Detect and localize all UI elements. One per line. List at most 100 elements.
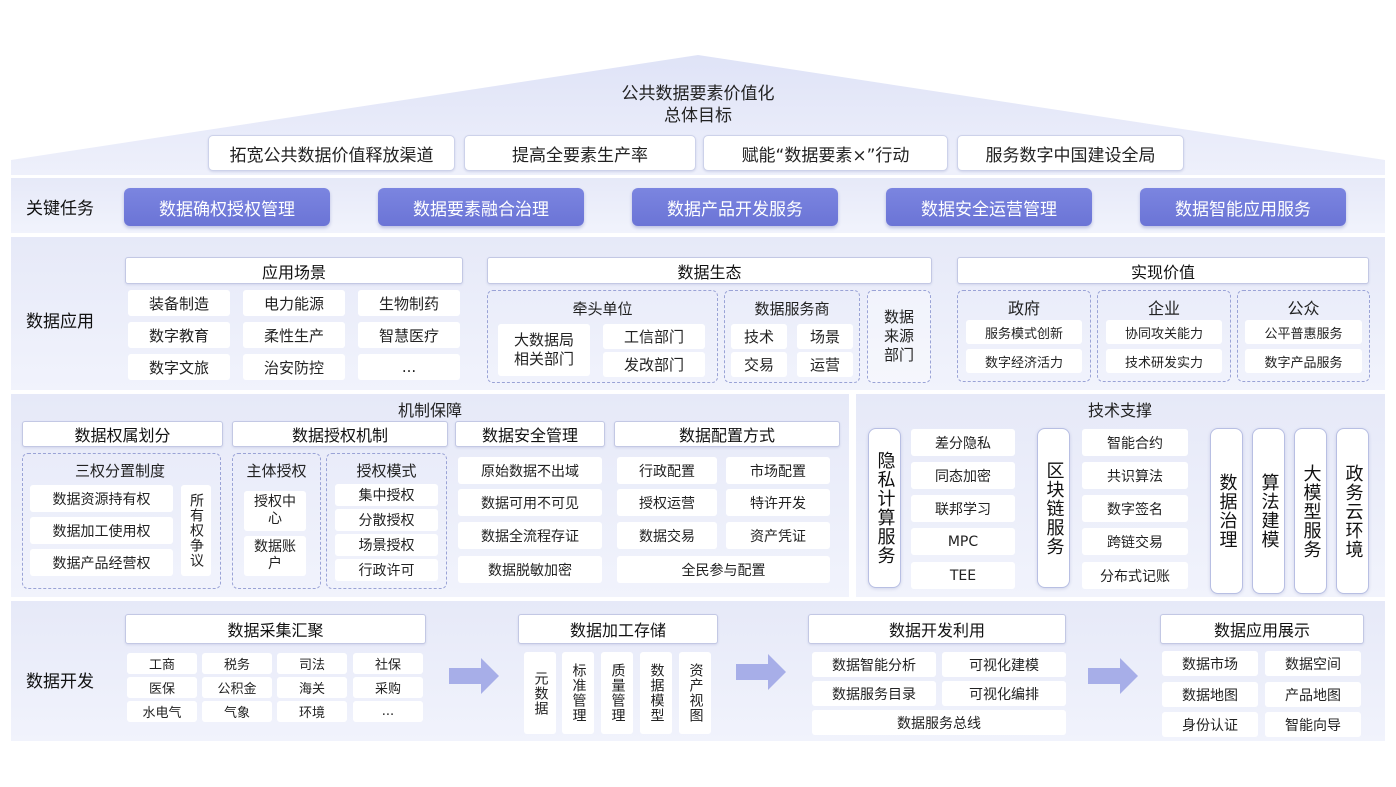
ownership-item: 数据资源持有权 <box>30 485 173 512</box>
blockchain-title: 区块链服务 <box>1037 428 1070 588</box>
security-item: 数据全流程存证 <box>458 522 602 549</box>
flow-arrow-icon <box>736 654 786 690</box>
lead-unit-item: 工信部门 <box>603 324 705 349</box>
value-item: 公平普惠服务 <box>1245 320 1362 344</box>
tech-title: 技术支撑 <box>1087 401 1152 420</box>
allocation-title: 数据配置方式 <box>614 421 840 447</box>
auth-mode-item: 集中授权 <box>335 484 438 506</box>
service-provider-item: 交易 <box>731 352 787 377</box>
allocation-item: 授权运营 <box>617 489 717 516</box>
collection-item: 公积金 <box>202 677 272 698</box>
scenario-item: 生物制药 <box>358 290 460 316</box>
collection-item: 司法 <box>277 653 347 674</box>
data-application-label: 数据应用 <box>26 311 94 332</box>
display-item: 智能向导 <box>1265 712 1361 737</box>
flow-arrow-icon <box>1088 658 1138 694</box>
data-dev-label: 数据开发 <box>26 671 94 692</box>
privacy-item: MPC <box>911 528 1015 555</box>
lead-unit-item: 发改部门 <box>603 352 705 377</box>
tech-column-large-model: 大模型服务 <box>1294 428 1327 594</box>
value-item: 协同攻关能力 <box>1106 320 1222 344</box>
development-bottom: 数据服务总线 <box>812 710 1066 735</box>
ownership-dispute: 所有权争议 <box>181 485 211 576</box>
scenario-item: 电力能源 <box>243 290 345 316</box>
blockchain-item: 分布式记账 <box>1082 562 1188 589</box>
collection-item: 气象 <box>202 701 272 722</box>
goal-item: 拓宽公共数据价值释放渠道 <box>208 135 455 171</box>
scenario-item: 治安防控 <box>243 354 345 380</box>
page-subtitle: 总体目标 <box>664 105 732 126</box>
processing-item: 数据模型 <box>640 652 672 734</box>
value-group-enterprise <box>1097 290 1231 382</box>
value-group-title: 公众 <box>1287 299 1320 318</box>
ownership-group <box>22 453 221 589</box>
value-group-title: 企业 <box>1147 299 1180 318</box>
blockchain-item: 跨链交易 <box>1082 528 1188 555</box>
allocation-item: 资产凭证 <box>726 522 830 549</box>
goal-item: 服务数字中国建设全局 <box>957 135 1184 171</box>
display-item: 产品地图 <box>1265 682 1361 707</box>
mechanism-title: 机制保障 <box>397 401 462 420</box>
privacy-computing-title: 隐私计算服务 <box>868 428 901 588</box>
tech-column-governance: 数据治理 <box>1210 428 1243 594</box>
auth-mode-item: 行政许可 <box>335 559 438 581</box>
service-provider-item: 运营 <box>797 352 853 377</box>
key-task-item: 数据要素融合治理 <box>378 188 584 226</box>
value-item: 技术研发实力 <box>1106 349 1222 373</box>
key-task-item: 数据确权授权管理 <box>124 188 330 226</box>
blockchain-item: 智能合约 <box>1082 429 1188 456</box>
value-group-public <box>1237 290 1370 382</box>
collection-item: 采购 <box>353 677 423 698</box>
collection-item: 环境 <box>277 701 347 722</box>
collection-item: 水电气 <box>127 701 197 722</box>
privacy-item: 差分隐私 <box>911 429 1015 456</box>
security-item: 数据脱敏加密 <box>458 556 602 583</box>
value-item: 服务模式创新 <box>966 320 1082 344</box>
tech-column-algorithm: 算法建模 <box>1252 428 1285 594</box>
service-provider-group <box>724 290 860 383</box>
privacy-item: 联邦学习 <box>911 495 1015 522</box>
auth-mode-item: 场景授权 <box>335 534 438 556</box>
privacy-item: TEE <box>911 562 1015 589</box>
service-provider-title: 数据服务商 <box>754 299 830 318</box>
lead-unit-title: 牵头单位 <box>572 299 633 318</box>
display-item: 身份认证 <box>1162 712 1258 737</box>
page-title: 公共数据要素价值化 <box>621 83 775 104</box>
display-item: 数据空间 <box>1265 651 1361 676</box>
auth-mode-title: 授权模式 <box>356 461 417 480</box>
subject-auth-group <box>232 453 321 589</box>
subject-auth-item: 数据账户 <box>244 536 306 576</box>
allocation-item: 市场配置 <box>726 457 830 484</box>
flow-arrow-icon <box>449 658 499 694</box>
value-group-title: 政府 <box>1007 299 1040 318</box>
development-title: 数据开发利用 <box>808 614 1066 644</box>
privacy-item: 同态加密 <box>911 462 1015 489</box>
value-item: 数字产品服务 <box>1245 349 1362 373</box>
value-title: 实现价值 <box>957 257 1369 284</box>
display-item: 数据地图 <box>1162 682 1258 707</box>
collection-item: 税务 <box>202 653 272 674</box>
lead-unit-group <box>487 290 718 383</box>
lead-unit-item: 大数据局相关部门 <box>498 324 590 376</box>
key-task-item: 数据产品开发服务 <box>632 188 838 226</box>
auth-mode-item: 分散授权 <box>335 509 438 531</box>
scenarios-title: 应用场景 <box>125 257 463 284</box>
ecology-title: 数据生态 <box>487 257 932 284</box>
collection-item: 工商 <box>127 653 197 674</box>
ownership-item: 数据加工使用权 <box>30 517 173 544</box>
goal-item: 赋能“数据要素×”行动 <box>703 135 948 171</box>
ownership-title: 数据权属划分 <box>22 421 223 447</box>
auth-mode-group <box>326 453 447 589</box>
allocation-item: 数据交易 <box>617 522 717 549</box>
development-item: 数据智能分析 <box>812 652 936 677</box>
collection-title: 数据采集汇聚 <box>125 614 426 644</box>
service-provider-item: 场景 <box>797 324 853 349</box>
security-item: 数据可用不可见 <box>458 489 602 516</box>
collection-item: 海关 <box>277 677 347 698</box>
scenario-item: 装备制造 <box>128 290 230 316</box>
subject-auth-title: 主体授权 <box>246 461 307 480</box>
scenario-item: 智慧医疗 <box>358 322 460 348</box>
processing-item: 质量管理 <box>601 652 633 734</box>
ownership-sub-title: 三权分置制度 <box>74 461 165 480</box>
processing-title: 数据加工存储 <box>518 614 718 644</box>
